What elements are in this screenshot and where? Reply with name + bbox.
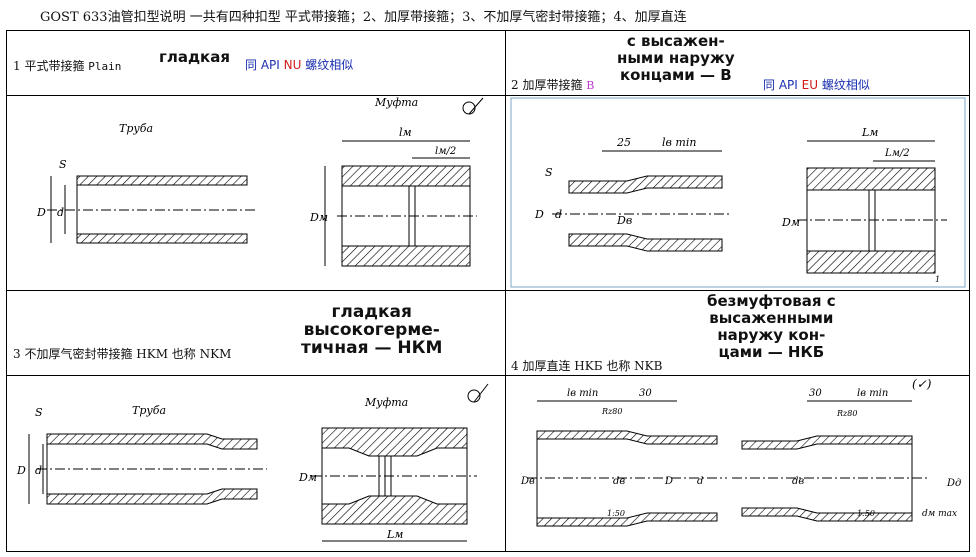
dim-Dm: Dм: [298, 471, 317, 484]
taper-2: 1:50: [857, 509, 875, 518]
panel2-api-note: 同 API EU 螺纹相似: [763, 78, 870, 92]
dim-rz80: Rz80: [601, 407, 622, 416]
dim-S: S: [59, 158, 67, 171]
dim-D: D: [534, 208, 544, 221]
dim-D: D: [36, 206, 46, 219]
plain-coupling-drawing: Труба Муфта D d S lм lм/2 Dм: [36, 96, 484, 267]
integral-joint-drawing: lв min 30 Rz80 Dв dв D d 1:50 30 lв min …: [520, 377, 961, 527]
dim-d: d: [35, 464, 42, 477]
panel3-caption: 3 不加厚气密封带接箍 HKM 也称 NKM: [13, 347, 232, 361]
dim-lv-min-right: lв min: [857, 388, 888, 399]
dim-D: D: [664, 476, 673, 487]
dim-Dd: Dд: [946, 478, 961, 489]
dim-D: D: [16, 464, 26, 477]
panel1-ru-label: гладкая: [159, 48, 230, 66]
panel1-api-note: 同 API NU 螺纹相似: [245, 58, 354, 72]
dim-Lm: Lм: [386, 528, 403, 541]
dim-30-right: 30: [809, 388, 822, 399]
dim-Dv: Dв: [616, 214, 632, 227]
dim-Dm: Dм: [309, 211, 328, 224]
row-divider: [7, 375, 969, 376]
dim-Dm: Dм: [781, 216, 800, 229]
dim-Lm-half: Lм/2: [884, 148, 910, 159]
dim-Dv: Dв: [520, 476, 535, 487]
dim-lm-half: lм/2: [435, 146, 456, 157]
coupling-label: Муфта: [374, 96, 418, 109]
dim-rz80-right: Rz80: [836, 409, 857, 418]
dim-dv-right: dв: [792, 476, 804, 487]
dim-Lm: Lм: [861, 126, 878, 139]
dim-S: S: [35, 406, 43, 419]
page-title: GOST 633油管扣型说明 一共有四种扣型 平式带接箍；2、加厚带接箍；3、不…: [40, 10, 687, 25]
row-divider: [7, 95, 969, 96]
dim-30: 30: [639, 388, 652, 399]
dim-lm: lм: [399, 126, 412, 139]
dim-S: S: [545, 166, 553, 179]
taper-1: 1:50: [607, 509, 625, 518]
dim-dv: dв: [613, 476, 625, 487]
figure-number: 1: [935, 275, 940, 284]
pipe-label: Труба: [119, 122, 153, 135]
dim-d: d: [57, 206, 64, 219]
coupling-label: Муфта: [364, 396, 408, 409]
dim-dm-max: dм max: [922, 509, 957, 519]
surface-finish-mark: (✓): [912, 377, 932, 391]
gastight-coupling-drawing: Труба Муфта D d S Lм Dм: [16, 383, 489, 542]
panel3-ru-label: гладкая высокогерме- тичная — НКМ: [301, 302, 443, 358]
dim-25: 25: [616, 136, 631, 149]
column-divider: [505, 31, 506, 551]
panel1-caption: 1 平式带接箍 Plain: [13, 59, 122, 73]
dim-d: d: [697, 476, 703, 487]
panel4-ru-label: безмуфтовая с высаженными наружу кон- ца…: [707, 292, 836, 361]
row-divider: [7, 290, 969, 291]
panel2-caption: 2 加厚带接箍 B: [511, 78, 595, 92]
dim-lv-min: lв min: [567, 388, 598, 399]
dim-lv-min: lв min: [662, 136, 696, 149]
dim-d: d: [555, 208, 562, 221]
upset-coupling-drawing: 25 lв min S D d Dв Lм Lм/2 Dм 1: [510, 97, 966, 288]
panel4-caption: 4 加厚直连 HKБ 也称 NKB: [511, 359, 663, 373]
thread-types-table: 1 平式带接箍 Plain гладкая 同 API NU 螺纹相似 с вы…: [6, 30, 970, 552]
pipe-label: Труба: [132, 404, 166, 417]
panel2-ru-label: с высажен- ными наружу концами — В: [617, 32, 735, 84]
